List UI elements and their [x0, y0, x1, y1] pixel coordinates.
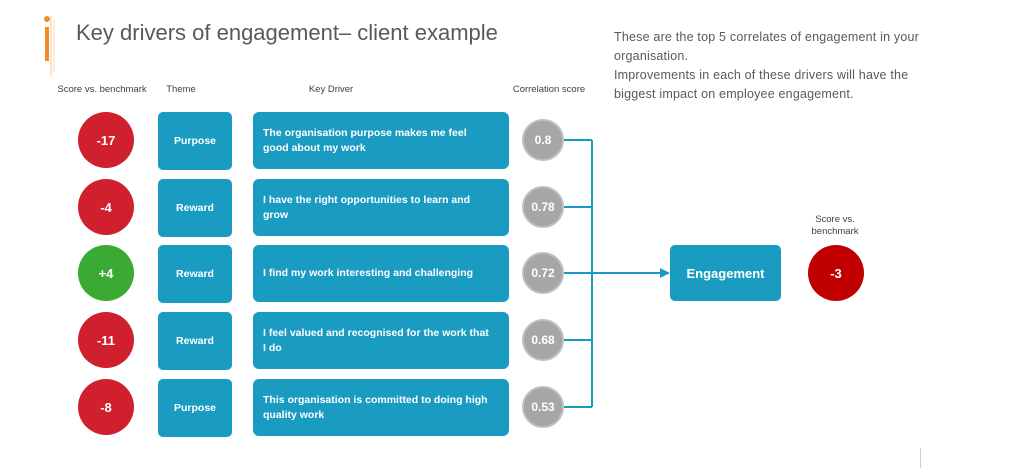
score-circle: +4	[78, 245, 134, 301]
header-theme: Theme	[166, 84, 196, 95]
key-driver-box: I feel valued and recognised for the wor…	[253, 312, 509, 369]
theme-box: Reward	[158, 312, 232, 370]
engagement-score: -3	[808, 245, 864, 301]
score-circle: -11	[78, 312, 134, 368]
engagement-score-label: Score vs. benchmark	[811, 214, 859, 237]
correlation-circle: 0.53	[522, 386, 564, 428]
divider	[920, 448, 921, 468]
engagement-box: Engagement	[670, 245, 781, 301]
key-driver-box: The organisation purpose makes me feel g…	[253, 112, 509, 169]
page-title: Key drivers of engagement– client exampl…	[76, 20, 498, 45]
intro-line-2: Improvements in each of these drivers wi…	[614, 68, 909, 101]
score-circle: -4	[78, 179, 134, 235]
header-key-driver: Key Driver	[308, 84, 354, 95]
key-driver-box: I find my work interesting and challengi…	[253, 245, 509, 302]
intro-line-1: These are the top 5 correlates of engage…	[614, 30, 920, 63]
theme-box: Reward	[158, 245, 232, 303]
correlation-circle: 0.8	[522, 119, 564, 161]
correlation-circle: 0.68	[522, 319, 564, 361]
score-circle: -17	[78, 112, 134, 168]
correlation-circle: 0.72	[522, 252, 564, 294]
logo-icon	[44, 16, 55, 76]
correlation-circle: 0.78	[522, 186, 564, 228]
key-driver-box: This organisation is committed to doing …	[253, 379, 509, 436]
theme-box: Purpose	[158, 379, 232, 437]
arrow-head-icon	[660, 268, 670, 278]
key-driver-box: I have the right opportunities to learn …	[253, 179, 509, 236]
intro-text: These are the top 5 correlates of engage…	[614, 28, 934, 104]
header-correlation: Correlation score	[512, 84, 586, 95]
theme-box: Purpose	[158, 112, 232, 170]
theme-box: Reward	[158, 179, 232, 237]
score-circle: -8	[78, 379, 134, 435]
header-score: Score vs. benchmark	[57, 84, 147, 95]
